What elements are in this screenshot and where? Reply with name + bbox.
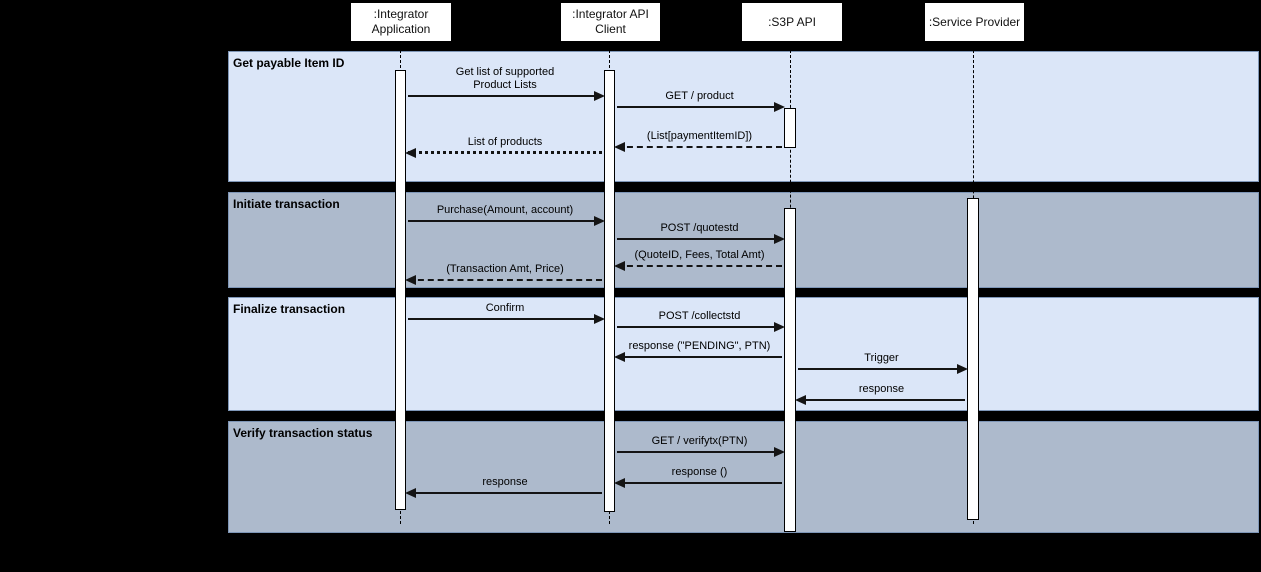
arrowhead-right-icon	[774, 322, 785, 332]
arrowhead-left-icon	[614, 478, 625, 488]
message-label: Confirm	[485, 301, 525, 314]
participant-label: :Integrator Application	[371, 7, 431, 36]
message-label: Get list of supported Product Lists	[455, 65, 555, 91]
message-label: POST /quotestd	[660, 221, 739, 234]
arrowhead-left-icon	[614, 142, 625, 152]
band-initiate-transaction	[228, 192, 1259, 288]
activation-bar-service-provider	[967, 198, 979, 520]
message-get-verifytx-ptn: GET / verifytx(PTN)	[615, 434, 785, 457]
message-post-quotestd: POST /quotestd	[615, 221, 785, 244]
activation-bar-integrator-application	[395, 70, 406, 510]
arrowhead-left-icon	[405, 148, 416, 158]
message-label: List of products	[467, 135, 543, 148]
participant-label: :Service Provider	[928, 14, 1021, 29]
message-post-collectstd: POST /collectstd	[615, 309, 785, 332]
activation-bar-s3p-api-2	[784, 208, 796, 532]
message-label: (QuoteID, Fees, Total Amt)	[634, 248, 765, 261]
arrowhead-left-icon	[795, 395, 806, 405]
arrowhead-left-icon	[405, 275, 416, 285]
message-response-pending-ptn: response ("PENDING", PTN)	[614, 339, 784, 362]
message-get-product: GET / product	[615, 89, 785, 112]
message-trigger: Trigger	[796, 351, 968, 374]
message-label: response ("PENDING", PTN)	[628, 339, 771, 352]
message-label: (List[paymentItemID])	[646, 129, 753, 142]
participant-service-provider: :Service Provider	[924, 2, 1025, 42]
message-response-parens: response ()	[614, 465, 784, 488]
arrowhead-right-icon	[594, 314, 605, 324]
message-label: GET / verifytx(PTN)	[651, 434, 748, 447]
arrowhead-right-icon	[774, 102, 785, 112]
message-label: (Transaction Amt, Price)	[446, 262, 564, 275]
message-label: Trigger	[864, 351, 899, 364]
participant-label: :Integrator API Client	[572, 7, 649, 36]
participant-integrator-application: :Integrator Application	[350, 2, 452, 42]
arrowhead-right-icon	[594, 216, 605, 226]
participant-integrator-api-client: :Integrator API Client	[560, 2, 661, 42]
message-quoteid-fees-total-amt: (QuoteID, Fees, Total Amt)	[614, 248, 784, 271]
arrowhead-right-icon	[594, 91, 605, 101]
band-get-payable-item-id	[228, 51, 1259, 182]
message-label: response	[482, 475, 528, 488]
message-response-sp: response	[795, 382, 967, 405]
arrowhead-right-icon	[774, 447, 785, 457]
activation-bar-s3p-api-1	[784, 108, 796, 148]
arrowhead-left-icon	[405, 488, 416, 498]
message-label: POST /collectstd	[658, 309, 741, 322]
message-list-paymentitemid: (List[paymentItemID])	[614, 129, 784, 152]
message-confirm: Confirm	[406, 301, 605, 324]
participant-s3p-api: :S3P API	[741, 2, 843, 42]
arrowhead-left-icon	[614, 352, 625, 362]
participant-label: :S3P API	[768, 14, 816, 29]
arrowhead-left-icon	[614, 261, 625, 271]
section-label: Finalize transaction	[233, 302, 346, 316]
message-get-list-of-supported-product-lists: Get list of supported Product Lists	[406, 65, 605, 101]
section-label: Initiate transaction	[233, 197, 340, 211]
message-label: response	[858, 382, 905, 395]
arrowhead-right-icon	[957, 364, 968, 374]
message-purchase-amount-account: Purchase(Amount, account)	[406, 203, 605, 226]
section-label: Verify transaction status	[233, 426, 373, 440]
message-label: GET / product	[665, 89, 734, 102]
message-transaction-amt-price: (Transaction Amt, Price)	[405, 262, 604, 285]
message-list-of-products: List of products	[405, 135, 604, 158]
message-label: response ()	[671, 465, 728, 478]
arrowhead-right-icon	[774, 234, 785, 244]
message-response-final: response	[405, 475, 604, 498]
activation-bar-integrator-api-client	[604, 70, 615, 512]
message-label: Purchase(Amount, account)	[436, 203, 574, 216]
section-label: Get payable Item ID	[233, 56, 345, 70]
